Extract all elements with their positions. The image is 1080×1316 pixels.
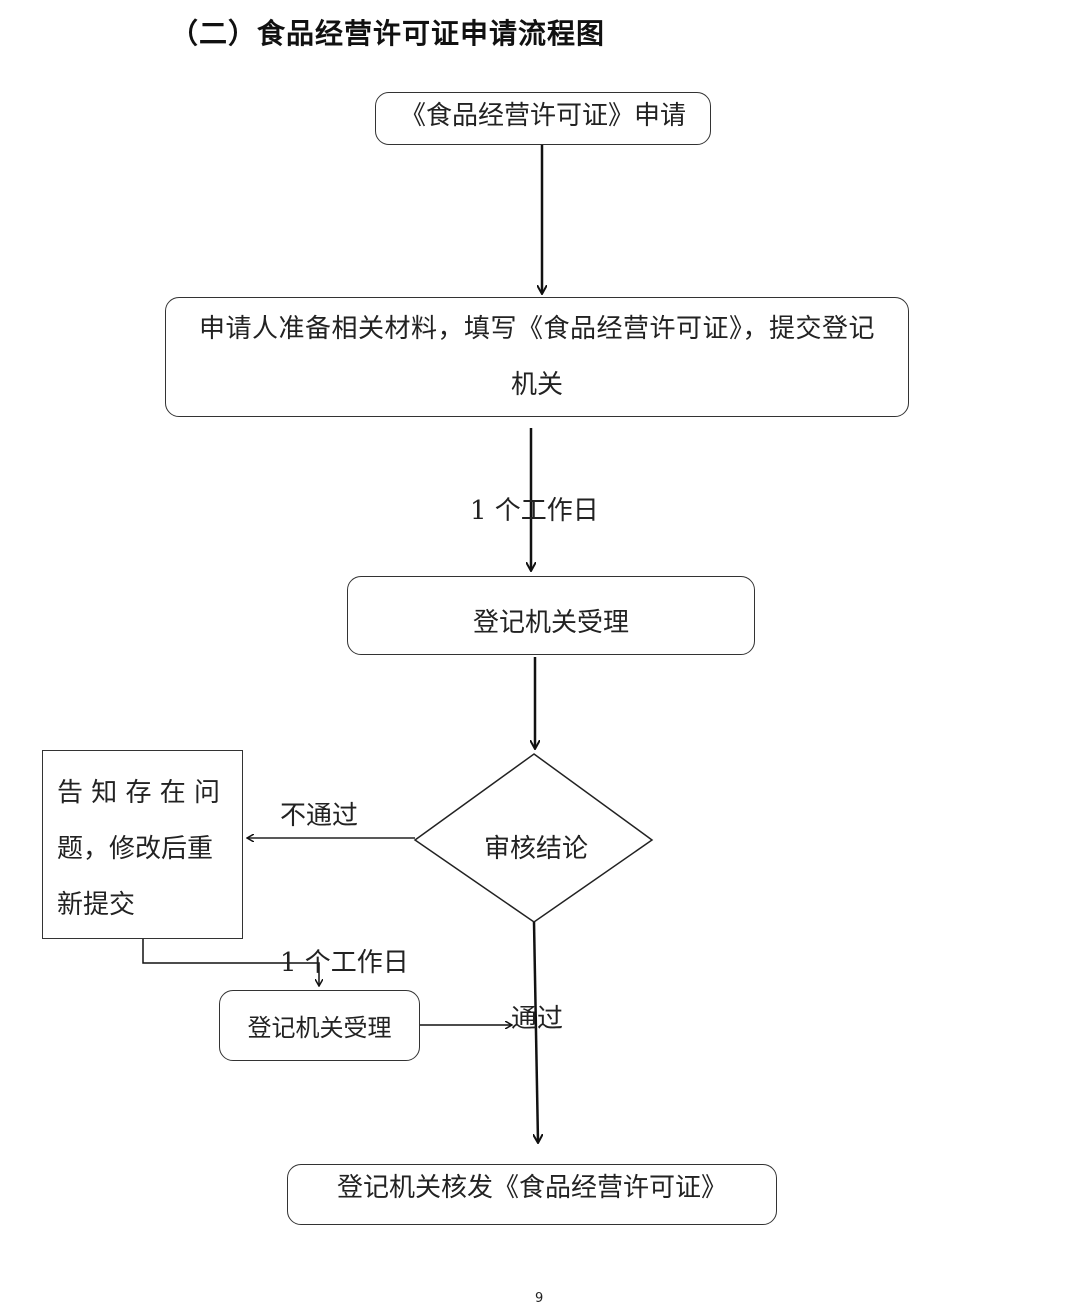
node-notify-text-line3: 新提交 (57, 890, 136, 920)
decision-text: 审核结论 (484, 834, 589, 864)
node-prepare-text-line1: 申请人准备相关材料，填写《食品经营许可证》，提交登记 (198, 314, 875, 344)
page-title: （二）食品经营许可证申请流程图 (170, 17, 606, 50)
edge-label-one-workday: 1 个工作日 (470, 496, 599, 526)
node-prepare-materials: 申请人准备相关材料，填写《食品经营许可证》，提交登记 机关 (165, 297, 909, 417)
page-number: 9 (535, 1291, 544, 1306)
node-notify-issues: 告 知 存 在 问 题，修改后重 新提交 (42, 750, 243, 939)
node-notify-text-line1: 告 知 存 在 问 (57, 778, 221, 808)
node-reaccept: 登记机关受理 (219, 990, 420, 1061)
node-accept-text: 登记机关受理 (472, 608, 629, 638)
node-prepare-text-line2: 机关 (510, 370, 563, 400)
node-apply-text: 《食品经营许可证》申请 (399, 101, 686, 131)
node-issue-license: 登记机关核发《食品经营许可证》 (287, 1164, 777, 1225)
node-reaccept-text: 登记机关受理 (247, 1014, 392, 1042)
node-accept: 登记机关受理 (347, 576, 755, 655)
node-apply: 《食品经营许可证》申请 (375, 92, 711, 145)
edge-label-one-workday-resubmit: 1 个工作日 (280, 948, 409, 978)
arrow-resubmit (142, 939, 319, 986)
node-issue-text: 登记机关核发《食品经营许可证》 (336, 1173, 727, 1203)
node-notify-text-line2: 题，修改后重 (57, 834, 214, 864)
edge-label-pass: 通过 (511, 1004, 564, 1034)
edge-label-fail: 不通过 (280, 801, 359, 831)
arrow-decision-to-issue (532, 921, 538, 1142)
